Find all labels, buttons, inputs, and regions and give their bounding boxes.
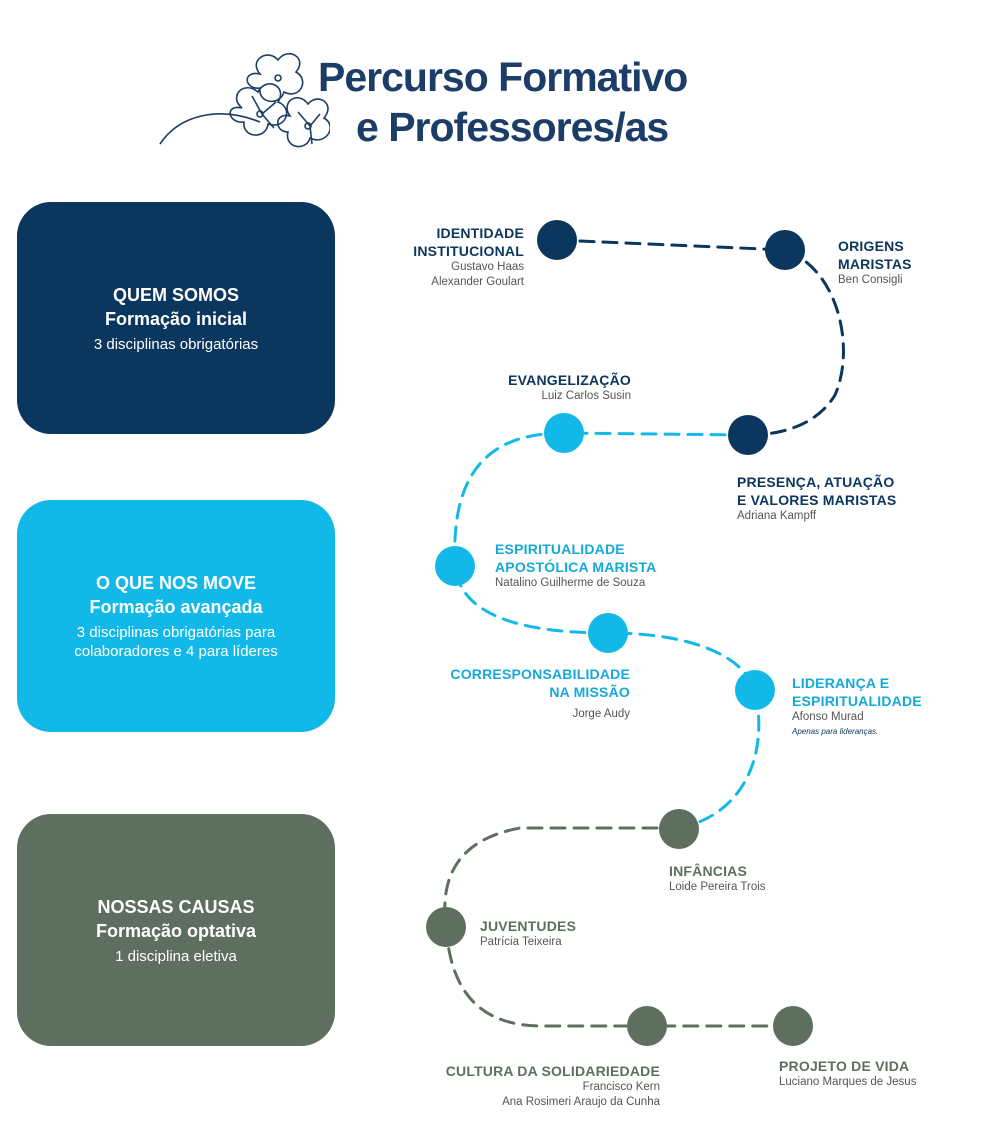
course-label-projeto-de-vida: PROJETO DE VIDA Luciano Marques de Jesus — [779, 1058, 917, 1088]
panel-description: 3 disciplinas obrigatórias — [93, 335, 259, 353]
course-node — [773, 1006, 813, 1046]
course-node — [426, 907, 466, 947]
course-label-corresponsabilidade: CORRESPONSABILIDADE NA MISSÃO Jorge Audy — [450, 666, 630, 720]
course-label-infancias: INFÂNCIAS Loide Pereira Trois — [669, 863, 766, 893]
panel-quem-somos: QUEM SOMOS Formação inicial 3 disciplina… — [17, 202, 335, 434]
course-label-presenca: PRESENÇA, ATUAÇÃO E VALORES MARISTAS Adr… — [737, 474, 897, 522]
course-label-juventudes: JUVENTUDES Patrícia Teixeira — [480, 918, 577, 948]
page-title: Percurso Formativo e Professores/as — [318, 52, 688, 152]
panel-description: 3 disciplinas obrigatórias para colabora… — [74, 624, 278, 660]
course-node — [537, 220, 577, 260]
course-label-evangelizacao: EVANGELIZAÇÃO Luiz Carlos Susin — [508, 372, 631, 402]
panel-heading: QUEM SOMOS — [112, 284, 239, 305]
course-label-espiritualidade-apostolica: ESPIRITUALIDADE APOSTÓLICA MARISTA Natal… — [495, 541, 657, 589]
course-label-cultura: CULTURA DA SOLIDARIEDADE Francisco Kern … — [445, 1063, 660, 1108]
course-node — [435, 546, 475, 586]
panel-heading: O QUE NOS MOVE — [95, 573, 257, 593]
course-node — [588, 613, 628, 653]
course-node — [765, 230, 805, 270]
note-text: Apenas para lideranças. — [792, 727, 879, 736]
course-label-origens: ORIGENS MARISTAS Ben Consigli — [838, 238, 912, 286]
title-line-2: e Professores/as — [356, 104, 669, 150]
course-node — [728, 415, 768, 455]
path-segment-cyan — [453, 431, 761, 830]
panel-o-que-nos-move: O QUE NOS MOVE Formação avançada 3 disci… — [17, 500, 335, 732]
panel-heading: NOSSAS CAUSAS — [97, 896, 255, 917]
course-node — [659, 809, 699, 849]
course-label-identidade: IDENTIDADE INSTITUCIONAL Gustavo Haas Al… — [413, 225, 524, 288]
course-label-lideranca: LIDERANÇA E ESPIRITUALIDADE Afonso Murad… — [792, 675, 922, 736]
course-node — [627, 1006, 667, 1046]
course-node — [735, 670, 775, 710]
panel-description: 1 disciplina eletiva — [115, 947, 237, 965]
title-line-1: Percurso Formativo — [318, 54, 688, 100]
panel-subheading: Formação avançada — [89, 597, 263, 617]
panel-nossas-causas: NOSSAS CAUSAS Formação optativa 1 discip… — [17, 814, 335, 1046]
panel-subheading: Formação optativa — [95, 920, 257, 941]
course-node — [544, 413, 584, 453]
path-segment-navy — [555, 238, 845, 437]
panel-subheading: Formação inicial — [104, 308, 248, 329]
flower-logo-icon — [159, 53, 330, 148]
